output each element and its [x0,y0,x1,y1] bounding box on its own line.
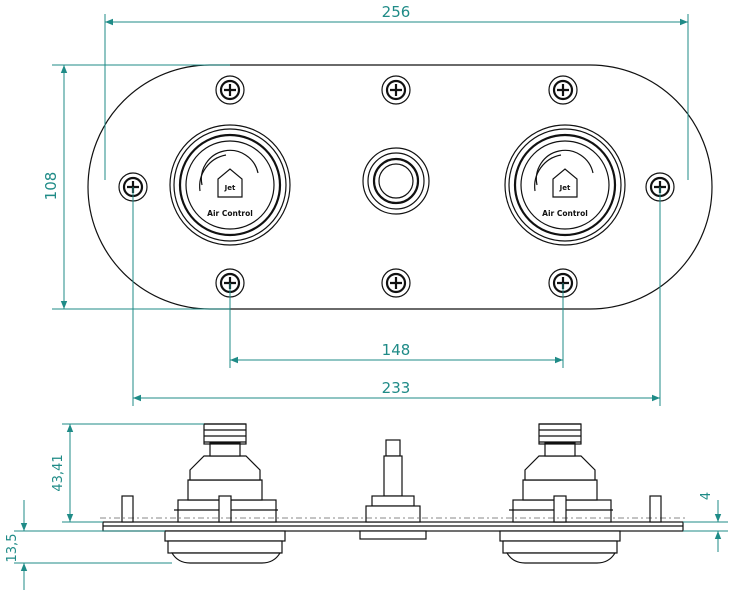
dimension-outer-screw-spacing: 233 [132,187,661,406]
center-stem [359,439,427,540]
air-control-button-left: Jet Air Control [169,124,291,246]
depth-value: 13,5 [5,534,20,563]
screw-top-right [548,75,578,105]
overall-width-value: 256 [382,3,411,21]
screw-top-left [215,75,245,105]
center-knob [362,147,430,215]
fitting-height-value: 43,41 [51,454,66,491]
post [649,495,662,523]
button-short-label: Jet [559,184,571,192]
plate-outline [87,64,713,310]
screw-bottom-center [381,268,411,298]
height-value: 108 [42,172,60,201]
fitting-right [499,423,621,564]
air-control-button-right: Jet Air Control [504,124,626,246]
post [121,495,134,523]
plate-thickness-value: 4 [699,492,714,500]
top-view: Jet Air Control Jet Air Control [42,3,713,406]
fitting-left [164,423,286,564]
button-short-label: Jet [224,184,236,192]
dimension-fitting-height: 43,41 [51,423,204,523]
dimension-height: 108 [42,64,230,310]
button-name-label: Air Control [542,209,588,218]
indicator-arc [535,149,594,186]
dimension-depth: 13,5 [5,500,172,590]
house-icon [217,168,243,198]
screw-top-center [381,75,411,105]
outer-screw-spacing-value: 233 [382,379,411,397]
house-icon [552,168,578,198]
indicator-arc [200,149,259,186]
button-name-label: Air Control [207,209,253,218]
dimension-overall-width: 256 [104,3,689,180]
side-view: 43,41 13,5 4 [5,423,728,590]
dimension-plate-thickness: 4 [683,492,728,552]
screw-spacing-value: 148 [382,341,411,359]
dimension-screw-spacing: 148 [229,283,564,368]
